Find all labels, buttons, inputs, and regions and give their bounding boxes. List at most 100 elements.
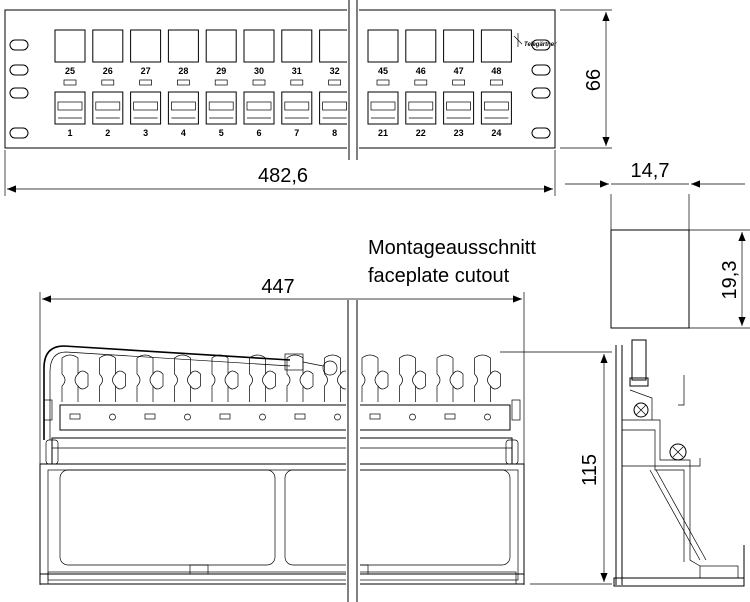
port-26: 26 (92, 29, 124, 86)
cable-guide (399, 354, 426, 402)
port-label: 32 (330, 66, 340, 76)
port-label: 22 (416, 128, 426, 138)
cutout-width-label: 14,7 (631, 160, 670, 182)
port-21: 21 (367, 91, 399, 138)
clip-mark (409, 413, 416, 421)
port-label: 1 (67, 128, 72, 138)
clip-mark (219, 413, 231, 420)
dim-panel-width: 482,6 (4, 150, 556, 196)
port-label: 48 (491, 66, 501, 76)
port-label: 6 (256, 128, 261, 138)
brand-text: Telegärtner (524, 42, 557, 48)
housing-window-right (284, 469, 511, 566)
clip-mark (294, 413, 306, 420)
port-label: 26 (103, 66, 113, 76)
port-47: 47 (443, 29, 475, 86)
cable-guide (99, 354, 126, 402)
port-23: 23 (443, 91, 475, 138)
side-view (613, 339, 745, 587)
cutout-note-de: Montageausschnitt (368, 237, 536, 259)
port-48: 48 (480, 29, 512, 86)
clip-mark (69, 413, 81, 420)
port-label: 2 (105, 128, 110, 138)
port-3: 3 (130, 91, 162, 138)
mounting-width-label: 447 (261, 276, 294, 298)
cable-guide (361, 354, 389, 402)
port-24: 24 (480, 91, 512, 138)
clip-mark (184, 413, 191, 421)
cable-guide (174, 354, 201, 402)
port-7: 7 (281, 91, 313, 138)
housing-frame (39, 463, 525, 585)
panel-width-label: 482,6 (258, 165, 308, 187)
port-label: 27 (141, 66, 151, 76)
port-1: 1 (54, 91, 86, 138)
cable-guide (211, 354, 239, 402)
clip-mark (109, 413, 116, 421)
port-5: 5 (205, 91, 237, 138)
cable-guide (61, 354, 89, 402)
port-25: 25 (54, 29, 86, 86)
port-2: 2 (92, 91, 124, 138)
screw-bottom (669, 443, 687, 461)
port-label: 24 (491, 128, 501, 138)
port-label: 5 (219, 128, 224, 138)
cable-guide (286, 354, 314, 402)
cutout-height-label: 19,3 (719, 261, 741, 300)
panel-outline (4, 9, 556, 149)
port-label: 45 (378, 66, 388, 76)
clip-mark (444, 413, 456, 420)
clip-mark (369, 413, 381, 420)
bar-clip (284, 353, 338, 376)
port-4: 4 (167, 91, 199, 138)
cable-guide (474, 354, 501, 402)
port-29: 29 (205, 29, 237, 86)
cable-guide (136, 354, 164, 402)
port-8: 8 (319, 91, 351, 138)
brand-logo: Telegärtner (513, 33, 557, 48)
dim-panel-height: 66 (560, 9, 612, 149)
port-6: 6 (243, 91, 275, 138)
cable-guides (61, 354, 501, 402)
cutout-rect (610, 229, 690, 329)
clip-mark (259, 413, 266, 421)
clip-mark (144, 413, 156, 420)
port-label: 25 (65, 66, 75, 76)
cable-guide (249, 354, 276, 402)
screw-top (633, 402, 649, 418)
port-22: 22 (405, 91, 437, 138)
break-line-front (347, 0, 359, 160)
port-28: 28 (167, 29, 199, 86)
strain-relief-bar (43, 345, 291, 440)
port-label: 7 (294, 128, 299, 138)
port-label: 29 (216, 66, 226, 76)
panel-height-label: 66 (583, 69, 605, 91)
clip-mark (484, 413, 491, 421)
depth-label: 115 (579, 454, 601, 486)
cable-guide (436, 354, 464, 402)
port-31: 31 (281, 29, 313, 86)
port-label: 4 (181, 128, 186, 138)
port-46: 46 (405, 29, 437, 86)
port-label: 21 (378, 128, 388, 138)
port-label: 47 (454, 66, 464, 76)
port-27: 27 (130, 29, 162, 86)
port-label: 28 (178, 66, 188, 76)
port-label: 31 (292, 66, 302, 76)
clip-strip (59, 404, 511, 431)
clip-marks (69, 413, 491, 421)
port-45: 45 (367, 29, 399, 86)
rail (51, 437, 513, 465)
cutout-note-en: faceplate cutout (368, 265, 510, 287)
cutout-view: 14,7 19,3 Montageausschnitt faceplate cu… (368, 160, 750, 329)
port-label: 46 (416, 66, 426, 76)
port-label: 30 (254, 66, 264, 76)
clip-mark (334, 413, 341, 421)
port-label: 3 (143, 128, 148, 138)
mounting-slots (9, 39, 551, 139)
bottom-view: 447 (39, 276, 525, 602)
port-32: 32 (319, 29, 351, 86)
